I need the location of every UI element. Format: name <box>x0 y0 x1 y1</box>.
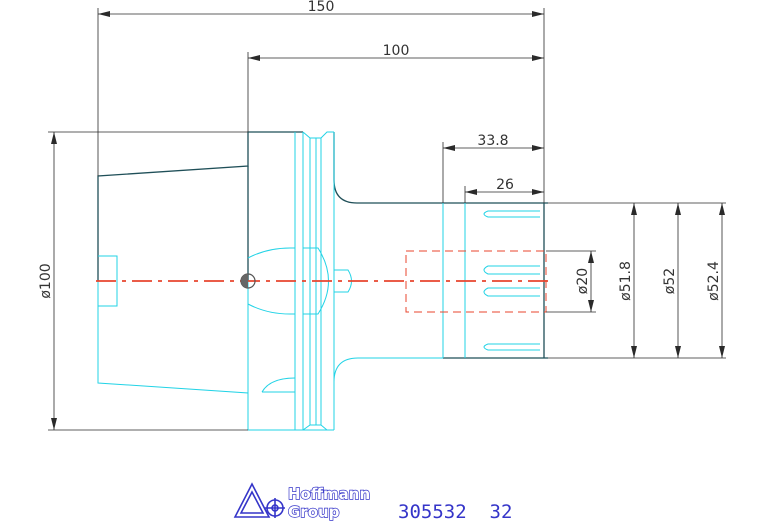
logo-line2: Group <box>288 503 340 521</box>
hoffmann-logo: Hoffmann Group <box>233 482 371 522</box>
dim-nut-length: 26 <box>496 177 514 193</box>
dimension-lines <box>48 8 726 431</box>
dim-collet-length: 33.8 <box>477 133 508 149</box>
dim-bore-diameter: ø20 <box>575 268 591 294</box>
dim-overall-length: 150 <box>308 0 335 15</box>
part-number: 305532 32 <box>398 501 512 523</box>
part-outline <box>97 131 548 359</box>
logo-line1: Hoffmann <box>288 485 370 503</box>
hoffmann-logo-icon <box>233 482 285 518</box>
dim-diameter-52: ø52 <box>662 268 678 294</box>
dimension-arrows <box>51 11 725 430</box>
dim-flange-diameter: ø100 <box>38 263 54 298</box>
dim-shank-length: 100 <box>383 43 410 59</box>
dim-diameter-52-4: ø52.4 <box>706 261 722 301</box>
dim-diameter-51-8: ø51.8 <box>618 261 634 301</box>
